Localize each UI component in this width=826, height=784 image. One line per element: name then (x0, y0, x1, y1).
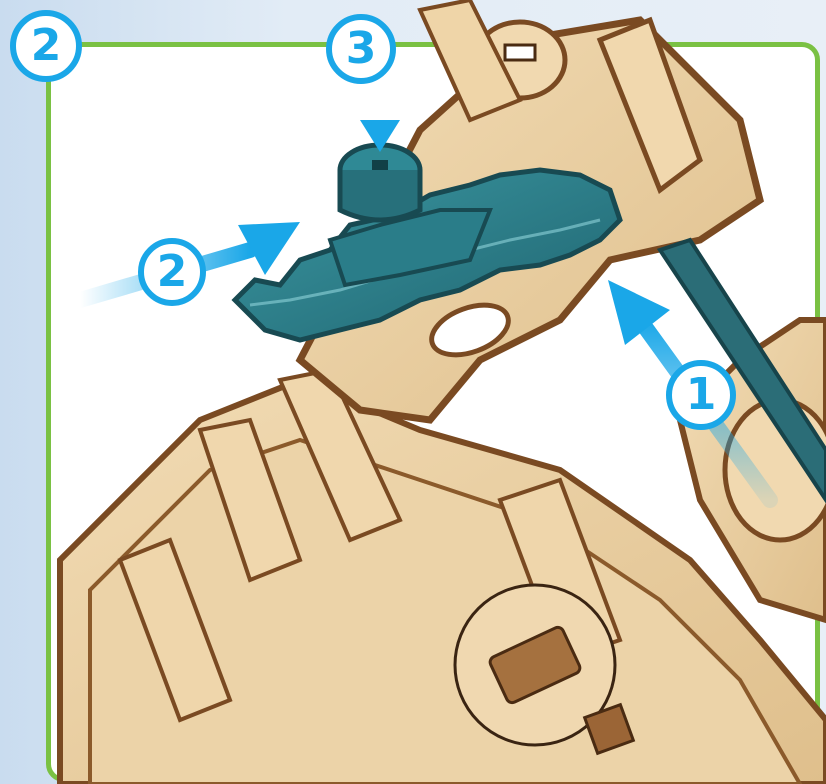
callout-label-3: 3 (346, 27, 377, 71)
callout-badge-2: 2 (138, 238, 206, 306)
callout-label-2: 2 (157, 250, 188, 294)
step-number-label: 2 (31, 24, 62, 68)
callout-label-1: 1 (686, 373, 717, 417)
callout-badge-3: 3 (326, 14, 396, 84)
step-number-badge: 2 (10, 10, 82, 82)
callout-badge-1: 1 (666, 360, 736, 430)
